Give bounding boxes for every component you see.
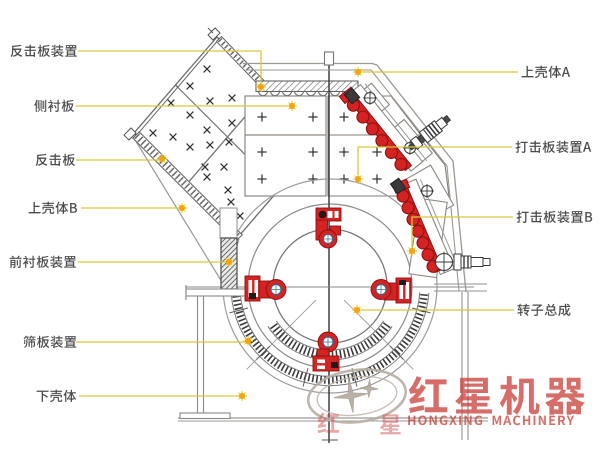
rotor-hammer-bottom	[312, 331, 340, 372]
leader-dot	[224, 257, 234, 267]
rotor-hammer-left	[244, 275, 287, 302]
x-marks-impact-plates	[149, 65, 244, 220]
callout-left-3	[28, 201, 187, 214]
clamp-blocks	[343, 87, 407, 195]
rotor-hammer-top	[315, 207, 342, 249]
callout-right-0	[353, 65, 570, 78]
watermark	[306, 368, 586, 435]
callout-left-1	[34, 99, 297, 112]
callout-right-2	[407, 210, 593, 256]
callout-left-6	[36, 389, 247, 402]
tension-rod-cylinder	[407, 114, 452, 151]
leader-dot	[353, 67, 363, 77]
callout-left-4	[9, 255, 234, 268]
support-leg-left	[196, 296, 205, 413]
leader-dot	[157, 154, 167, 164]
leader-dot	[243, 336, 253, 346]
leader-dot	[287, 101, 297, 111]
leader-dot	[256, 82, 266, 92]
callout-left-2	[35, 153, 167, 166]
callout-left-0	[10, 44, 266, 92]
callout-left-5	[23, 335, 253, 348]
support-leg-right	[434, 283, 487, 292]
leader-dot	[353, 174, 363, 184]
leader-dot	[352, 305, 362, 315]
callout-right-1	[353, 140, 592, 184]
leader-dot	[177, 203, 187, 213]
rotor-hammer-right	[370, 277, 412, 304]
callout-right-3	[352, 303, 571, 316]
leader-dot	[237, 391, 247, 401]
front-liner-plate	[219, 207, 238, 290]
callout-labels	[9, 44, 593, 402]
side-bolt-assembly	[433, 251, 491, 273]
hongxing-logo-icon	[306, 368, 408, 424]
leader-dot	[407, 246, 417, 256]
